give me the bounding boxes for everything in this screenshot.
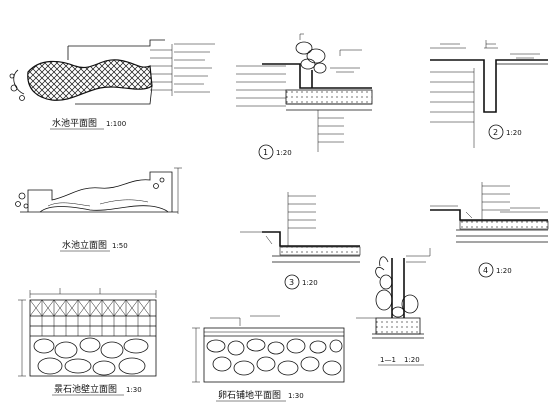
detail-2-number: 2 [493,128,498,137]
detail-3-marker [284,274,300,290]
pool-elevation-scale: 1:50 [112,242,128,250]
stone-wall-scale: 1:30 [126,386,142,394]
detail-1-scale: 1:20 [276,149,292,157]
detail-2-scale: 1:20 [506,129,522,137]
stone-wall-cobbles [33,337,149,376]
detail-4-drawing: 4 1:20 [430,182,549,278]
pool-elevation-drawing: 水池立面图 1:50 [15,167,182,252]
section-1-1-drawing: 1—1 1:20 [356,248,431,366]
paving-scale: 1:30 [288,392,304,400]
pool-plan-water-hatch [27,59,153,101]
detail-4-marker [478,262,494,278]
detail-3-scale: 1:20 [302,279,318,287]
detail-2-marker [488,124,504,140]
section-1-1-boulders [375,274,419,318]
stone-wall-drawing: 景石池壁立面图 1:30 [18,288,157,396]
detail-3-drawing: 3 1:20 [240,192,361,290]
detail-1-marker [258,144,274,160]
detail-1-number: 1 [263,148,268,157]
detail-4-number: 4 [483,266,488,275]
section-1-1-scale: 1:20 [404,356,420,364]
detail-4-scale: 1:20 [496,267,512,275]
section-1-1-title: 1—1 [380,356,396,364]
pool-plan-title: 水池平面图 [52,117,97,129]
pool-plan-leaders [150,43,215,96]
paving-drawing: 卵石铺地平面图 1:30 [192,315,345,402]
detail-1-boulders [295,41,327,74]
paving-title: 卵石铺地平面图 [218,389,281,401]
detail-2-drawing: 2 1:20 [430,40,548,148]
detail-3-number: 3 [289,278,294,287]
pool-plan-drawing: 水池平面图 1:100 [9,39,215,130]
detail-1-drawing: 1 1:20 [236,33,373,160]
stone-wall-title: 景石池壁立面图 [54,383,117,395]
pool-elevation-title: 水池立面图 [62,239,107,251]
pool-plan-scale: 1:100 [106,120,126,128]
paving-cobbles [206,338,343,376]
